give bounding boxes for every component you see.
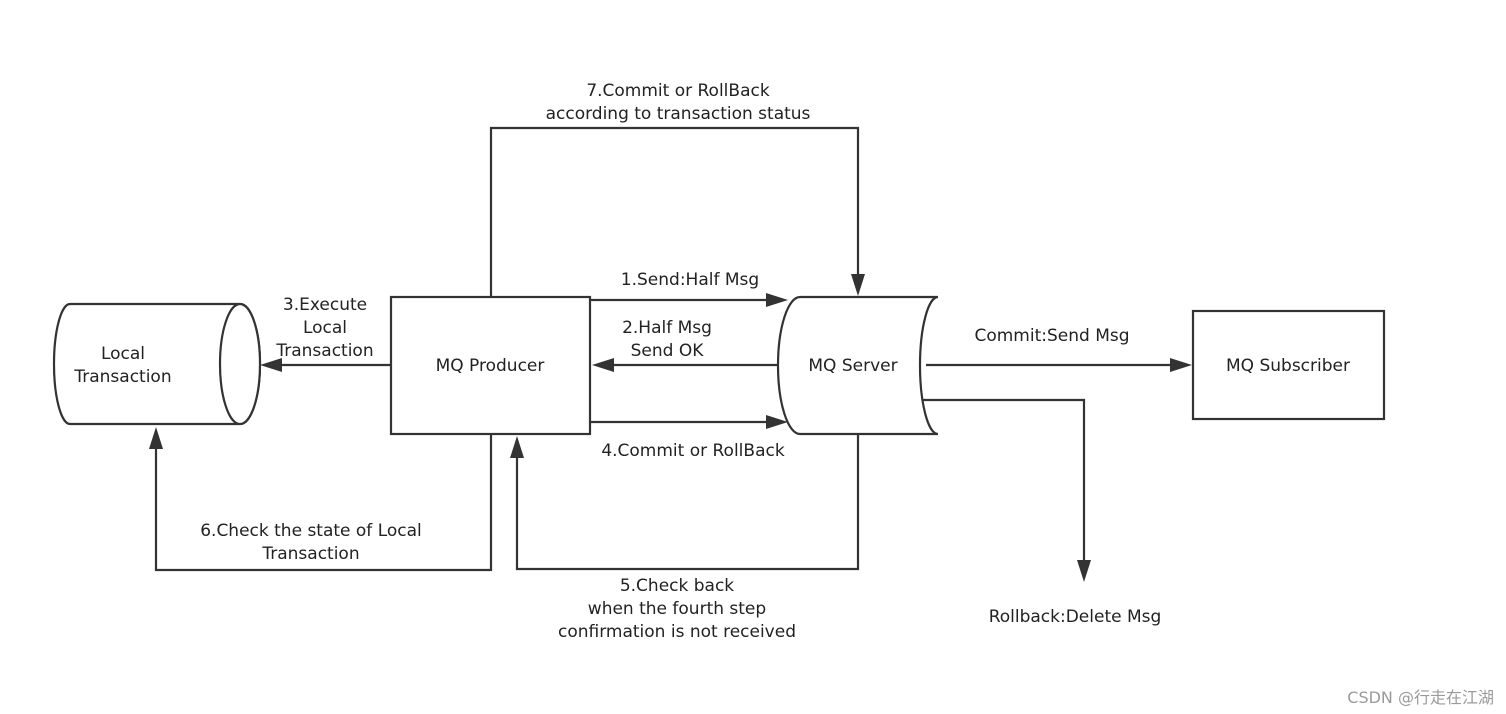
- step1-label: 1.Send:Half Msg: [621, 270, 759, 290]
- arrowhead: [851, 274, 865, 296]
- step6-label-line2: Transaction: [261, 544, 359, 564]
- rollback-label: Rollback:Delete Msg: [989, 607, 1162, 627]
- step3-label-line1: 3.Execute: [283, 295, 367, 315]
- step2-label-line1: 2.Half Msg: [622, 318, 712, 338]
- mq-producer-label: MQ Producer: [436, 356, 545, 376]
- edge-check-local-state: [154, 434, 493, 572]
- step7-label-line2: according to transaction status: [546, 104, 811, 124]
- mq-server-label: MQ Server: [808, 356, 897, 376]
- arrowhead: [766, 293, 788, 307]
- mq-subscriber-node: [1191, 309, 1386, 421]
- step2-label-line2: Send OK: [631, 341, 705, 361]
- arrowhead: [592, 358, 614, 372]
- step7-label-line1: 7.Commit or RollBack: [586, 81, 770, 101]
- local-transaction-label-line2: Transaction: [73, 367, 171, 387]
- step5-label-line3: confirmation is not received: [558, 622, 796, 642]
- edge-commit-by-status: [489, 126, 860, 297]
- mq-subscriber-label: MQ Subscriber: [1226, 356, 1350, 376]
- arrowhead: [1170, 358, 1192, 372]
- edge-rollback-delete-msg: [920, 398, 1086, 562]
- step4-label: 4.Commit or RollBack: [601, 441, 785, 461]
- arrowhead: [260, 358, 282, 372]
- step5-label-line1: 5.Check back: [620, 576, 734, 596]
- step3-label-line2: Local: [303, 318, 347, 338]
- step6-label-line1: 6.Check the state of Local: [200, 521, 422, 541]
- local-transaction-node: [52, 302, 262, 426]
- edge-check-back: [515, 434, 860, 571]
- mq-producer-node: [389, 295, 592, 436]
- arrowhead: [1077, 560, 1091, 582]
- arrowhead: [766, 415, 788, 429]
- step3-label-line3: Transaction: [275, 341, 373, 361]
- local-transaction-label-line1: Local: [101, 344, 145, 364]
- arrowhead: [510, 436, 524, 458]
- commit-label: Commit:Send Msg: [974, 326, 1129, 346]
- mq-server-node: [776, 295, 939, 436]
- arrowhead: [149, 427, 163, 449]
- step5-label-line2: when the fourth step: [588, 599, 766, 619]
- watermark: CSDN @行走在江湖: [1347, 688, 1494, 707]
